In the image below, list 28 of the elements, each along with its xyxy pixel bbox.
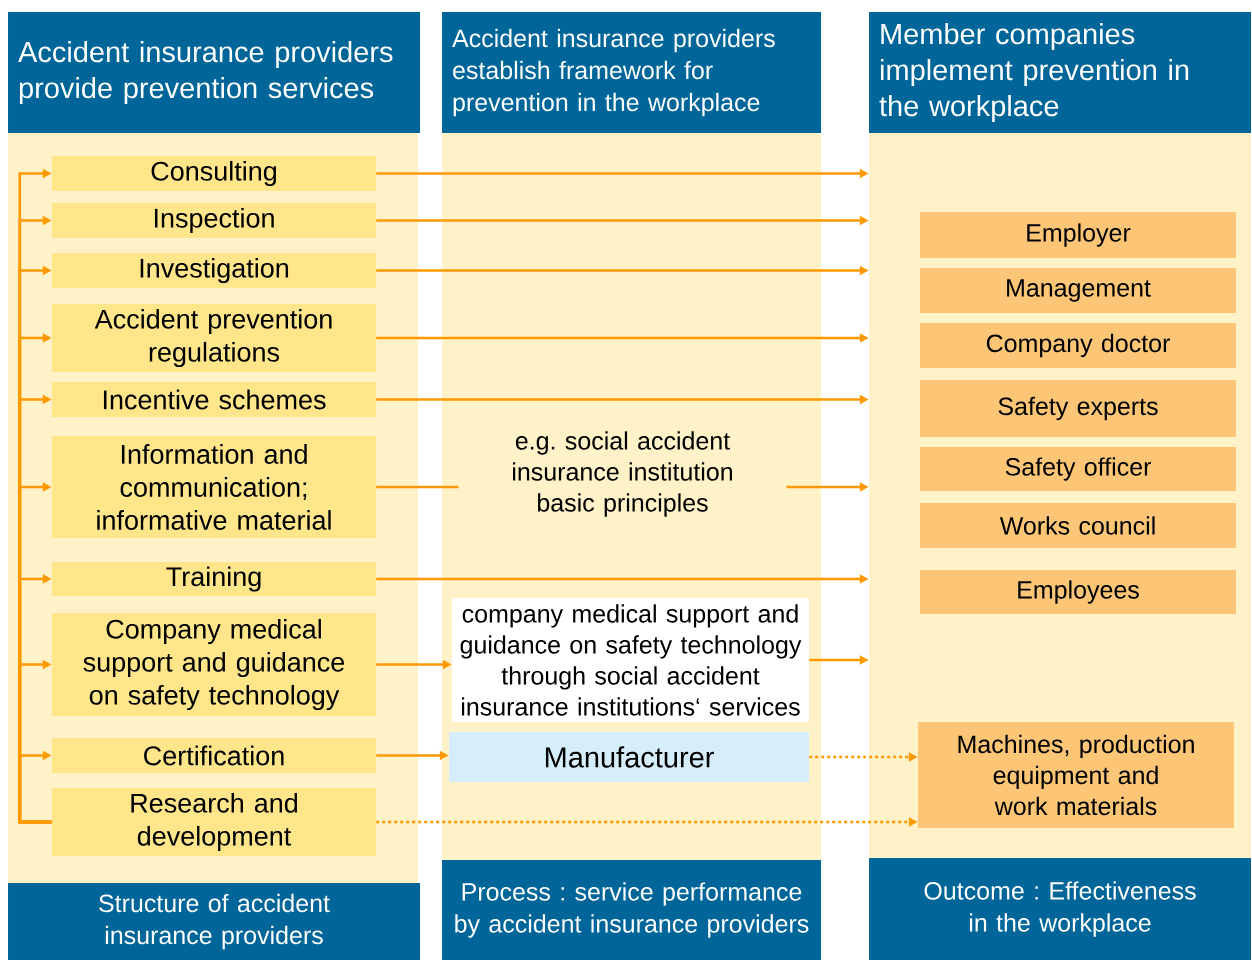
service-box: Company medical support and guidance on safety technology	[52, 613, 376, 716]
role-box: Company doctor	[920, 323, 1236, 368]
arrow	[18, 750, 52, 824]
edge-label: e.g. social accident insurance institution basic principles	[458, 430, 787, 518]
service-box: Incentive schemes	[52, 382, 376, 417]
role-box: Safety officer	[920, 447, 1236, 491]
service-box: Information and communication; informative material	[52, 436, 376, 538]
manufacturer-box: Manufacturer	[449, 732, 809, 782]
service-box: Consulting	[52, 156, 376, 191]
service-box: Certification	[52, 738, 376, 773]
header-box: Member companies implement prevention in the workplace	[869, 12, 1251, 133]
role-box: Employer	[920, 212, 1236, 258]
role-box: Machines, production equipment and work materials	[918, 722, 1234, 828]
role-box: Employees	[920, 570, 1236, 614]
footer-box: Outcome : Effectiveness in the workplace	[869, 858, 1251, 960]
service-box: Investigation	[52, 253, 376, 288]
service-box: Research and development	[52, 788, 376, 856]
footer-box: Process : service performance by accident insurance providers	[442, 860, 821, 960]
header-box: Accident insurance providers establish framework for prevention in the workplace	[442, 12, 821, 133]
role-box: Works council	[920, 503, 1236, 548]
role-box: Safety experts	[920, 380, 1236, 437]
footer-box: Structure of accident insurance providers	[8, 883, 420, 960]
text-box: company medical support and guidance on safety technology through social accident insurance institutions‘ services	[452, 598, 809, 722]
role-box: Management	[920, 268, 1236, 313]
service-box: Inspection	[52, 203, 376, 238]
service-box: Training	[52, 562, 376, 596]
service-box: Accident prevention regulations	[52, 304, 376, 372]
header-box: Accident insurance providers provide prevention services	[8, 12, 420, 133]
